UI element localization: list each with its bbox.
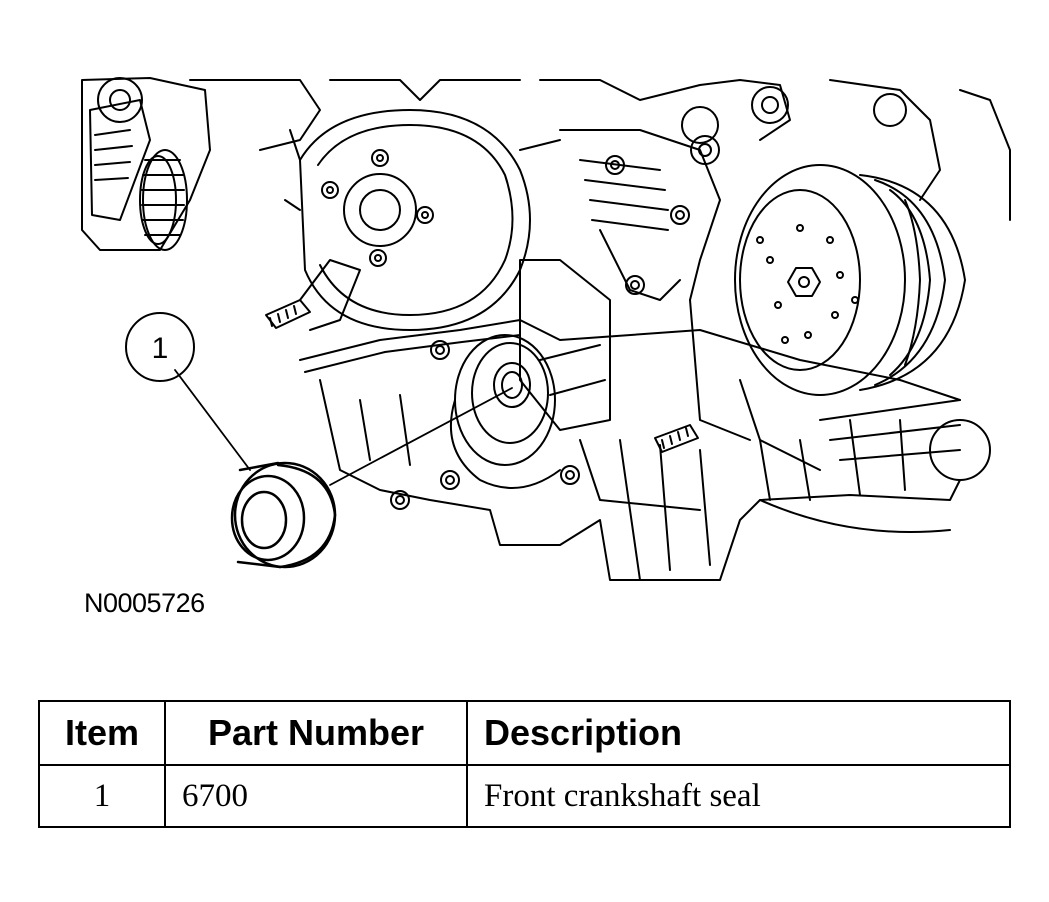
upper-components-drawing bbox=[189, 79, 1011, 221]
engine-front-illustration: 1 bbox=[81, 77, 1011, 581]
header-item: Item bbox=[38, 700, 166, 766]
cell-description: Front crankshaft seal bbox=[466, 764, 1011, 828]
cell-item: 1 bbox=[38, 764, 166, 828]
figure-id: N0005726 bbox=[84, 588, 205, 618]
callout-number: 1 bbox=[152, 332, 169, 365]
leader-lines bbox=[174, 369, 513, 486]
parts-table: Item Part Number Description 1 6700 Fron… bbox=[38, 700, 1011, 828]
crankshaft-seal-drawing bbox=[230, 461, 337, 569]
header-part-number: Part Number bbox=[164, 700, 468, 766]
accessory-bracket-drawing bbox=[81, 77, 211, 251]
water-pump-pulley-drawing bbox=[284, 109, 561, 331]
callout-1: 1 bbox=[125, 312, 195, 382]
front-cover-drawing bbox=[299, 319, 991, 581]
header-description: Description bbox=[466, 700, 1011, 766]
engine-block-drawing bbox=[519, 106, 751, 441]
stud-drawing bbox=[265, 259, 699, 453]
idler-pulley-drawing bbox=[139, 149, 188, 251]
crankshaft-nose-drawing bbox=[449, 334, 561, 489]
cell-part-number: 6700 bbox=[164, 764, 468, 828]
table-header-row: Item Part Number Description bbox=[38, 700, 1011, 766]
table-row: 1 6700 Front crankshaft seal bbox=[38, 764, 1011, 828]
